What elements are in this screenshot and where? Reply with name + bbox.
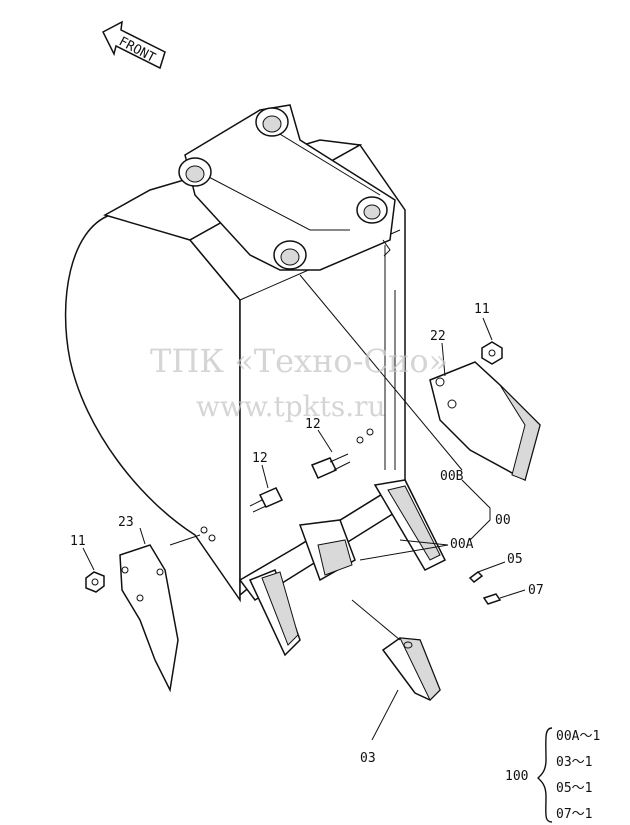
callout-12-upper: 12: [305, 417, 321, 432]
callout-05: 05: [507, 552, 523, 567]
callout-11-left: 11: [70, 534, 86, 549]
bucket-teeth: [248, 479, 447, 657]
callout-00: 00: [495, 513, 511, 528]
callout-00B: 00B: [440, 469, 464, 484]
tooth-03: [381, 637, 441, 701]
callout-12-lower: 12: [252, 451, 268, 466]
pin-05: [468, 571, 484, 583]
kit-item-2: 03～1: [556, 755, 592, 770]
front-arrow: FRONT: [102, 20, 166, 70]
watermark-line-2: www.tpkts.ru: [196, 390, 386, 423]
bucket-body: [64, 104, 416, 603]
nut-right: [481, 341, 503, 365]
kit-item-1: 00A～1: [556, 729, 600, 744]
callout-23: 23: [118, 515, 134, 530]
side-cutter-right: [429, 361, 541, 482]
kit-item-3: 05～1: [556, 781, 592, 796]
callout-22: 22: [430, 329, 446, 344]
kit-composition: 100 00A～1 03～1 05～1 07～1: [505, 727, 600, 823]
callout-03: 03: [360, 751, 376, 766]
kit-item-4: 07～1: [556, 807, 592, 822]
kit-number: 100: [505, 769, 528, 784]
watermark: ТПК «Техно-Сио» www.tpkts.ru: [150, 342, 448, 423]
bolt-upper: [310, 453, 351, 479]
callout-00A: 00A: [450, 537, 474, 552]
leader-lines: [82, 274, 526, 741]
watermark-line-1: ТПК «Техно-Сио»: [150, 342, 448, 380]
side-cutter-left: [119, 544, 179, 693]
callout-07: 07: [528, 583, 544, 598]
lock-07: [482, 593, 502, 605]
nut-left: [85, 571, 105, 593]
callout-labels: 11 22 12 12 00B 00 00A 23 11 05 07 03: [70, 302, 544, 766]
callout-11-right: 11: [474, 302, 490, 317]
bolt-lower: [249, 487, 284, 513]
